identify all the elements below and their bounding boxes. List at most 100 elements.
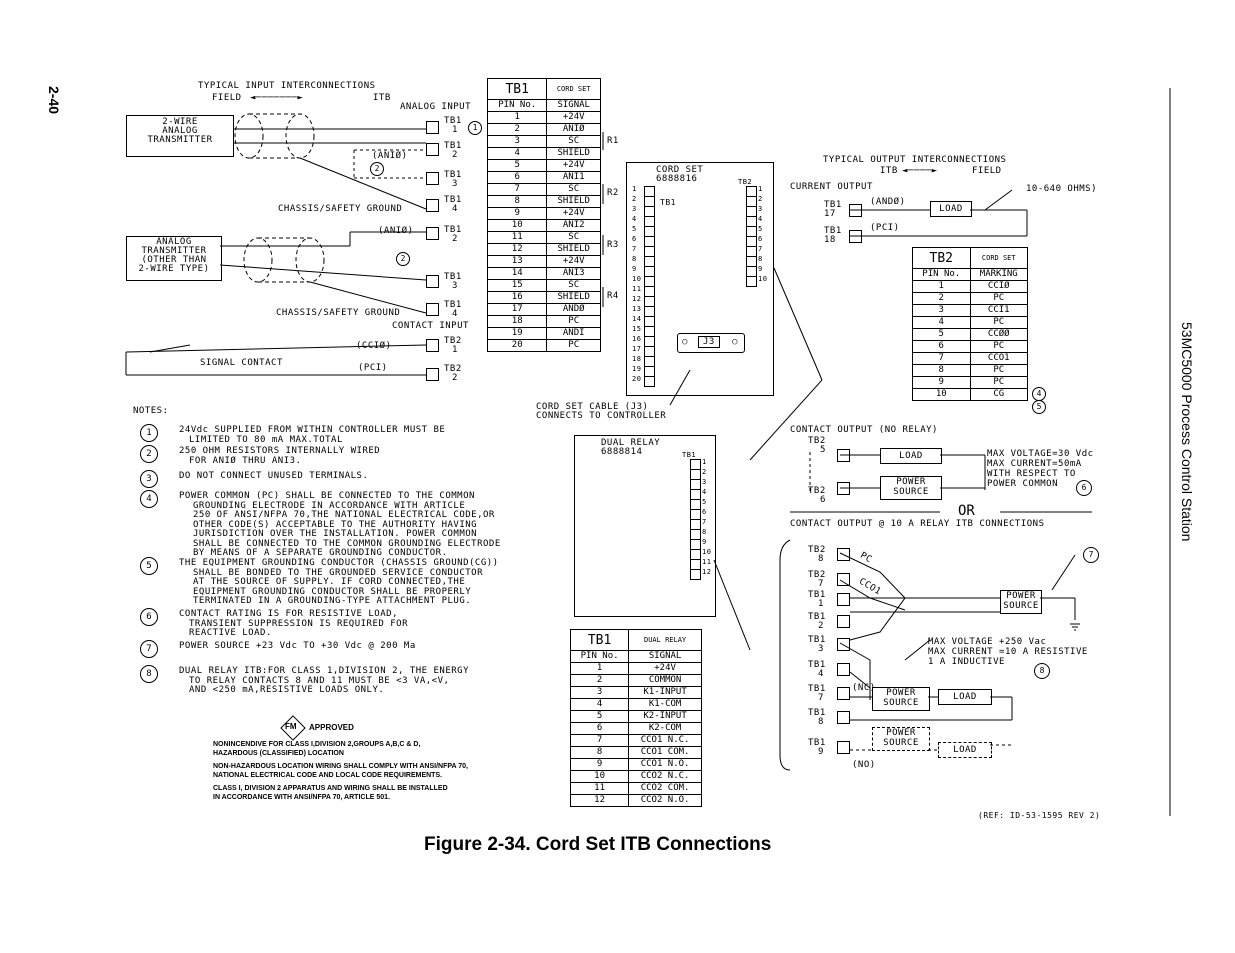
relay-terminal: [837, 638, 850, 651]
terminal-number: 4: [758, 215, 763, 223]
tb1-table-title: TB1: [486, 78, 548, 100]
terminal-number: 6: [702, 508, 707, 516]
pin-number: 7: [486, 183, 548, 196]
terminal-number: 6: [632, 235, 637, 243]
pin-number: 2: [912, 292, 971, 305]
j3-connector: ○ J3 ○: [677, 333, 745, 353]
pin-signal: ANDI: [546, 327, 601, 340]
terminal-tb2-5: [837, 449, 850, 462]
terminal-tb1-4: [426, 199, 439, 212]
pin-signal: SC: [546, 135, 601, 148]
relay-terminal: [837, 663, 850, 676]
note-ref-4: 4: [1032, 387, 1046, 401]
pin-number: 6: [486, 171, 548, 184]
pin-signal: CCO1 N.C.: [628, 734, 702, 747]
load-box: LOAD: [930, 201, 972, 217]
screw-terminal: [644, 376, 655, 387]
pin-number: 1: [486, 111, 548, 124]
dual-relay-table-title: TB1: [569, 629, 630, 651]
relay-terminal: [837, 593, 850, 606]
pin-signal: CCI1: [969, 304, 1028, 317]
terminal-tb1-1: [426, 121, 439, 134]
note-number: 5: [140, 557, 158, 575]
terminal-tb2-2: [426, 368, 439, 381]
terminal-number: 14: [632, 315, 642, 323]
arrow-icon: ◄───────►: [250, 93, 304, 103]
pin-number: 15: [486, 279, 548, 292]
pin-signal: K1-INPUT: [628, 686, 702, 699]
pin-number: 19: [486, 327, 548, 340]
terminal-tb1-18: [849, 230, 862, 243]
note-number: 1: [140, 424, 158, 442]
pin-signal: PC: [969, 316, 1028, 329]
terminal-number: 2: [758, 195, 763, 203]
signal-contact-label: SIGNAL CONTACT: [200, 358, 283, 368]
terminal-number: 7: [758, 245, 763, 253]
pin-number: 8: [569, 746, 630, 759]
screw-terminal: [746, 276, 757, 287]
board-tb2-label: TB2: [738, 178, 753, 186]
pin-number: 1: [569, 662, 630, 675]
pin-signal: COMMON: [628, 674, 702, 687]
note-ref-7: 7: [1083, 547, 1099, 563]
pin-number: 13: [486, 255, 548, 268]
resistor-r2: R2: [607, 188, 619, 198]
terminal-number: 4: [702, 488, 707, 496]
screw-terminal: [690, 569, 701, 580]
pin-number: 3: [912, 304, 971, 317]
pin-number: 12: [569, 794, 630, 807]
relay-terminal: [837, 615, 850, 628]
terminal-tb2-1: [426, 339, 439, 352]
terminal-number: 9: [632, 265, 637, 273]
pin-number: 6: [912, 340, 971, 353]
terminal-number: 7: [632, 245, 637, 253]
pin-number: 16: [486, 291, 548, 304]
note-number: 6: [140, 608, 158, 626]
or-label: OR: [958, 503, 975, 519]
pin-signal: SHIELD: [546, 195, 601, 208]
terminal-number: 3: [758, 205, 763, 213]
pin-number: 11: [486, 231, 548, 244]
input-title: TYPICAL INPUT INTERCONNECTIONS: [198, 81, 376, 91]
note-ref-2: 2: [370, 162, 384, 176]
terminal-number: 5: [632, 225, 637, 233]
tb1_cord_table-row: 9+24V: [486, 207, 601, 220]
pin-signal: CCIØ: [969, 280, 1028, 293]
pin-signal: ANI1: [546, 171, 601, 184]
pin-number: 8: [486, 195, 548, 208]
note-number: 8: [140, 665, 158, 683]
relay-terminal: [837, 741, 850, 754]
pin-signal: K2-INPUT: [628, 710, 702, 723]
note-text: POWER SOURCE +23 Vdc TO +30 Vdc @ 200 Ma: [179, 641, 416, 651]
pin-signal: K1-COM: [628, 698, 702, 711]
contact-input-label: CONTACT INPUT: [392, 321, 469, 331]
